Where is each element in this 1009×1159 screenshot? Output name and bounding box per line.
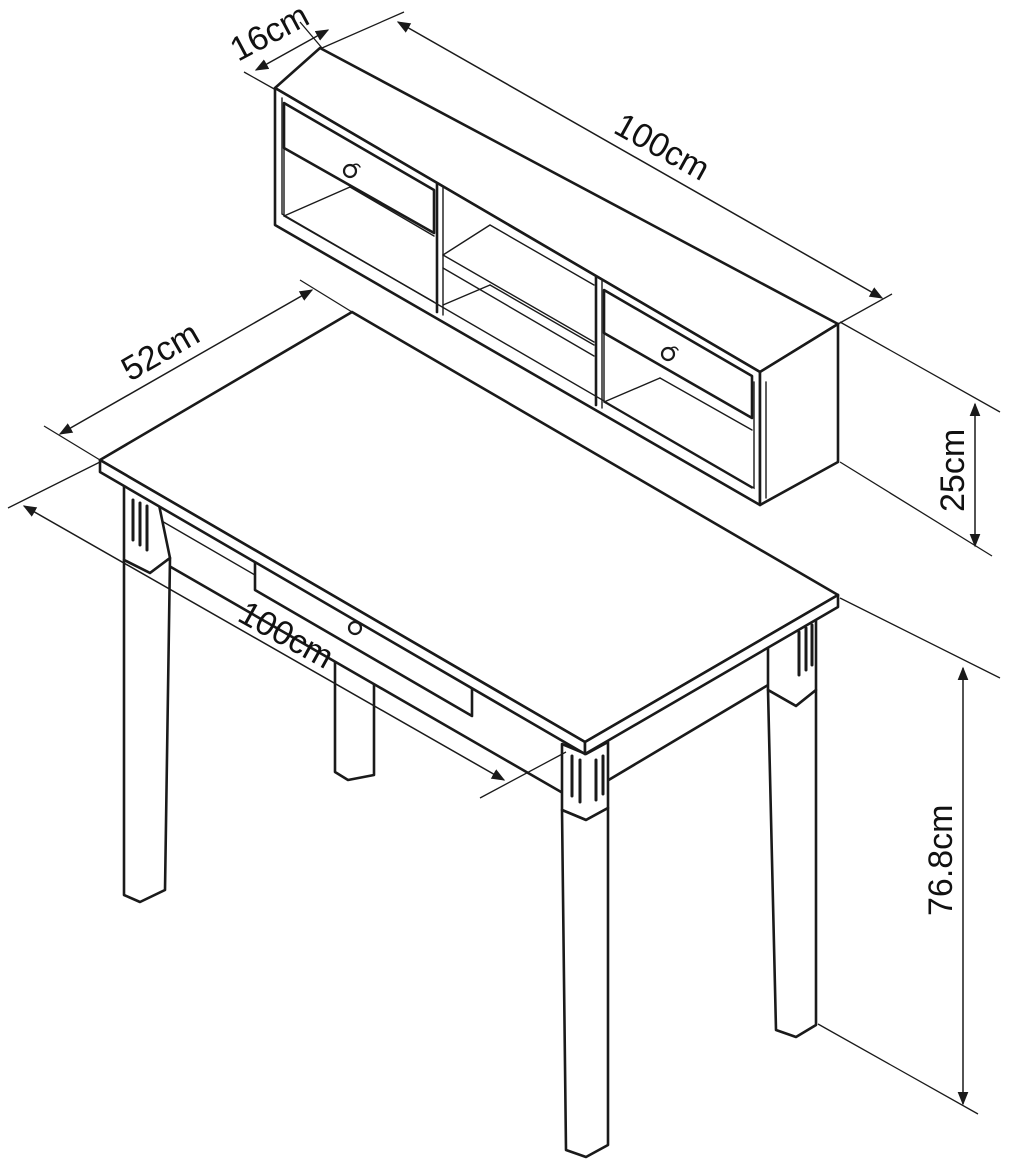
label-shelf-width: 100cm	[608, 106, 716, 189]
left-drawer-knob	[342, 163, 358, 179]
shelf-right-drawer	[602, 288, 754, 420]
right-drawer-knob	[660, 346, 676, 362]
label-desk-depth: 52cm	[115, 314, 206, 388]
label-shelf-depth: 16cm	[224, 0, 315, 69]
dimension-lines	[7, 11, 1001, 1115]
shelf-side	[758, 322, 840, 507]
label-shelf-height: 25cm	[934, 429, 972, 512]
label-desk-height: 76.8cm	[922, 805, 960, 917]
